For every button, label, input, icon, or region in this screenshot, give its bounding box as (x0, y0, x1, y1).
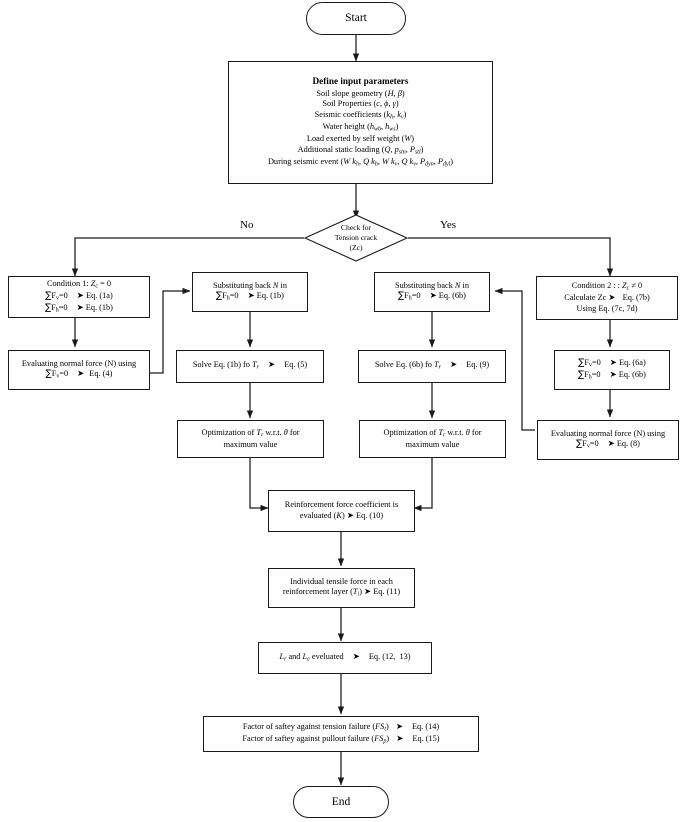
reinforcement-coefficient-line-1: Reinforcement force coefficient is (284, 500, 399, 510)
input-line-self-weight: Load exerted by self weight (W) (306, 134, 415, 144)
left-substitute-box: Substituting back N in ∑Fh=0➤ Eq. (1b) (192, 272, 308, 312)
diamond-shape (304, 214, 408, 262)
lengths-box: Lr and Le eveluated➤Eq. (12, 13) (258, 642, 432, 674)
condition-2-line-2: Calculate Zc ➤ Eq. (7b) (564, 293, 650, 304)
left-normal-force-line-2: ∑Fv=0➤Eq. (4) (45, 369, 113, 380)
input-line-geometry: Soil slope geometry (H, β) (316, 88, 405, 98)
lengths-line-1: Lr and Le eveluated➤Eq. (12, 13) (279, 651, 411, 663)
left-optimize-box: Optimization of Tr w.r.t. θ for maximum … (177, 420, 324, 458)
left-substitute-line-1: Substituting back N in (213, 280, 287, 290)
input-line-water-height: Water height (hwb, hws) (322, 122, 399, 133)
input-box-heading: Define input parameters (312, 75, 409, 86)
left-optimize-line-1: Optimization of Tr w.r.t. θ for (201, 427, 300, 438)
tensile-force-line-1: Individual tensile force in each (290, 576, 393, 586)
left-normal-force-line-1: Evaluating normal force (N) using (21, 358, 137, 368)
end-label: End (331, 795, 351, 808)
start-terminator: Start (306, 2, 406, 35)
branch-label-no: No (240, 219, 254, 231)
right-substitute-box: Substituting back N in ∑Fh=0➤ Eq. (6b) (374, 272, 490, 312)
left-solve-box: Solve Eq. (1b) fo Tr➤Eq. (5) (176, 350, 324, 383)
safety-factor-tension-line: Factor of saftey against tension failure… (242, 721, 440, 733)
condition-2-line-3: Using Eq. (7c, 7d) (576, 304, 638, 314)
condition-2-line-1: Condition 2 : : Zc ≠ 0 (571, 281, 643, 292)
left-substitute-line-2: ∑Fh=0➤ Eq. (1b) (216, 291, 284, 302)
right-normal-force-line-2: ∑Fv=0➤ Eq. (8) (576, 439, 640, 450)
input-line-seismic-event: During seismic event (W kh, Q kh, W kv, … (267, 157, 454, 168)
right-optimize-line-2: maximum value (405, 439, 460, 449)
left-normal-force-box: Evaluating normal force (N) using ∑Fv=0➤… (8, 350, 150, 390)
safety-factors-box: Factor of saftey against tension failure… (203, 716, 479, 752)
input-line-static-loading: Additional static loading (Q, pstn, Pstl… (297, 145, 424, 156)
right-optimize-box: Optimization of Tr w.r.t. θ for maximum … (359, 420, 506, 458)
define-input-parameters-box: Define input parameters Soil slope geome… (228, 61, 493, 184)
decision-line-2: Tension crack (334, 232, 378, 242)
end-terminator: End (293, 786, 389, 818)
tensile-force-box: Individual tensile force in each reinfor… (268, 568, 415, 608)
branch-label-yes: Yes (440, 219, 457, 231)
left-optimize-line-2: maximum value (223, 439, 278, 449)
decision-line-1: Check for (340, 222, 372, 232)
start-label: Start (345, 12, 367, 25)
right-equilibrium-line-1: ∑Fv=0➤ Eq. (6a) (578, 357, 646, 369)
condition-1-line-3: ∑Fh=0➤ Eq. (1b) (45, 303, 113, 314)
right-optimize-line-1: Optimization of Tr w.r.t. θ for (383, 427, 482, 438)
decision-line-3: (Zc) (349, 243, 363, 252)
input-line-seismic-coefficients: Seismic coefficients (kh, kv) (314, 110, 407, 121)
right-substitute-line-2: ∑Fh=0➤ Eq. (6b) (398, 291, 466, 302)
condition-1-line-2: ∑Fv=0➤ Eq. (1a) (45, 290, 113, 302)
right-solve-line-1: Solve Eq. (6b) fo Tr➤Eq. (9) (374, 360, 490, 371)
right-substitute-line-1: Substituting back N in (395, 280, 469, 290)
right-equilibrium-line-2: ∑Fh=0➤ Eq. (6b) (578, 370, 646, 381)
safety-factor-pullout-line: Factor of saftey against pullout failure… (242, 734, 440, 745)
input-line-properties: Soil Properties (c, ϕ, γ) (322, 99, 399, 109)
right-normal-force-line-1: Evaluating normal force (N) using (550, 428, 666, 438)
condition-1-line-1: Condition 1: Zc = 0 (46, 278, 112, 290)
condition-1-box: Condition 1: Zc = 0 ∑Fv=0➤ Eq. (1a) ∑Fh=… (8, 276, 150, 318)
reinforcement-coefficient-line-2: evaluated (K) ➤ Eq. (10) (299, 510, 384, 521)
right-solve-box: Solve Eq. (6b) fo Tr➤Eq. (9) (358, 350, 506, 383)
right-normal-force-box: Evaluating normal force (N) using ∑Fv=0➤… (537, 420, 679, 460)
left-solve-line-1: Solve Eq. (1b) fo Tr➤Eq. (5) (192, 360, 308, 371)
condition-2-box: Condition 2 : : Zc ≠ 0 Calculate Zc ➤ Eq… (536, 276, 678, 320)
reinforcement-coefficient-box: Reinforcement force coefficient is evalu… (268, 490, 415, 532)
tension-crack-decision: Check for Tension crack (Zc) (304, 214, 408, 262)
right-equilibrium-box: ∑Fv=0➤ Eq. (6a) ∑Fh=0➤ Eq. (6b) (554, 350, 670, 390)
tensile-force-line-2: reinforcement layer (Ti) ➤ Eq. (11) (282, 587, 401, 598)
